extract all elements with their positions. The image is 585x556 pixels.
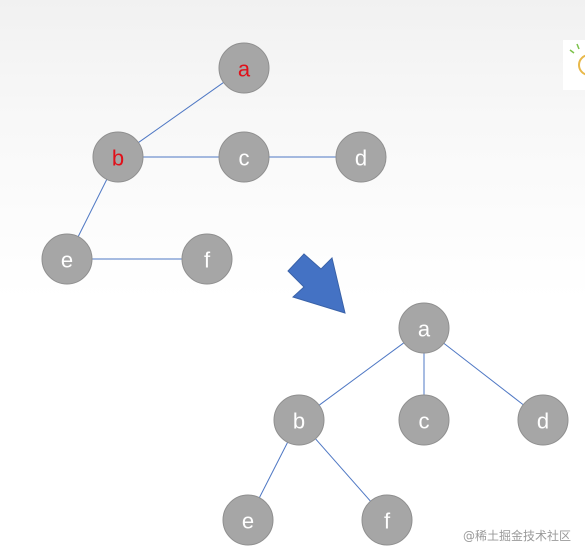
node-c: c xyxy=(398,394,450,446)
node-circle xyxy=(218,131,270,183)
before-graph: a b c d e f xyxy=(41,42,387,285)
node-label: a xyxy=(418,317,431,342)
node-circle xyxy=(222,494,274,546)
node-circle xyxy=(273,394,325,446)
node-circle xyxy=(398,302,450,354)
edge-b-e xyxy=(258,442,289,498)
node-label: f xyxy=(384,509,391,534)
node-circle xyxy=(181,233,233,285)
watermark: @稀土掘金技术社区 xyxy=(462,529,571,543)
node-label: d xyxy=(355,146,367,171)
node-label: a xyxy=(238,57,251,82)
edge-a-b xyxy=(138,82,224,143)
node-e: e xyxy=(222,494,274,546)
node-label: e xyxy=(242,509,254,534)
node-circle xyxy=(92,131,144,183)
down-right-arrow-icon xyxy=(287,253,346,314)
node-label: f xyxy=(204,248,211,273)
node-a: a xyxy=(218,42,270,94)
node-b: b xyxy=(273,394,325,446)
node-a: a xyxy=(398,302,450,354)
node-d: d xyxy=(517,394,569,446)
node-circle xyxy=(218,42,270,94)
node-circle xyxy=(41,233,93,285)
node-b: b xyxy=(92,131,144,183)
node-c: c xyxy=(218,131,270,183)
edge-b-e xyxy=(77,179,108,237)
node-f: f xyxy=(361,494,413,546)
after-graph: a b c d e f xyxy=(222,302,569,546)
node-circle xyxy=(361,494,413,546)
node-label: c xyxy=(239,146,250,171)
node-label: d xyxy=(537,409,549,434)
node-circle xyxy=(398,394,450,446)
node-label: e xyxy=(61,248,73,273)
edge-a-b xyxy=(318,342,405,406)
node-circle xyxy=(335,131,387,183)
edge-b-f xyxy=(315,438,371,502)
node-label: c xyxy=(419,409,430,434)
node-e: e xyxy=(41,233,93,285)
edge-a-d xyxy=(443,342,524,406)
node-f: f xyxy=(181,233,233,285)
node-d: d xyxy=(335,131,387,183)
lightbulb-icon xyxy=(563,40,585,90)
node-circle xyxy=(517,394,569,446)
node-label: b xyxy=(293,409,305,434)
node-label: b xyxy=(112,146,124,171)
